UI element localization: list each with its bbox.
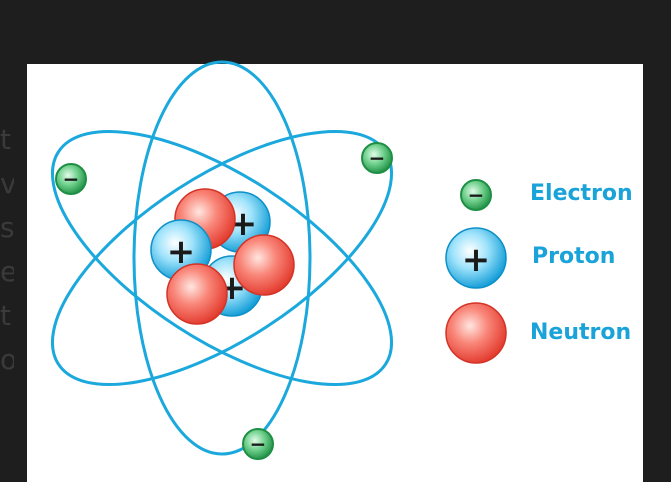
background-text-fragment: t v s e t o [0,118,14,382]
electron: − [242,428,274,460]
electron-symbol: − [369,146,386,170]
legend-label-proton: Proton [532,244,616,269]
electron-symbol: − [63,167,80,191]
electron: − [361,142,393,174]
neutron [166,263,228,325]
legend-neutron-symbol [445,302,507,364]
background-letter: t [0,123,11,156]
orbit-vertical [132,60,312,456]
orbit-diagonal-a [50,129,394,387]
nucleus: + + + [150,188,295,325]
background-letter: s [0,211,14,244]
electron-symbol: − [250,432,267,456]
proton-symbol: + [462,240,491,280]
legend-label-neutron: Neutron [530,320,632,345]
background-letter: o [0,343,14,376]
legend-proton-symbol: + [445,227,507,289]
electron-symbol: − [468,183,485,207]
background-letter: e [0,255,14,288]
legend-electron-symbol: − [460,179,492,211]
legend-label-electron: Electron [530,181,633,206]
electron: − [55,163,87,195]
neutron [233,234,295,296]
background-letter: t [0,299,11,332]
background-letter: v [0,167,14,200]
